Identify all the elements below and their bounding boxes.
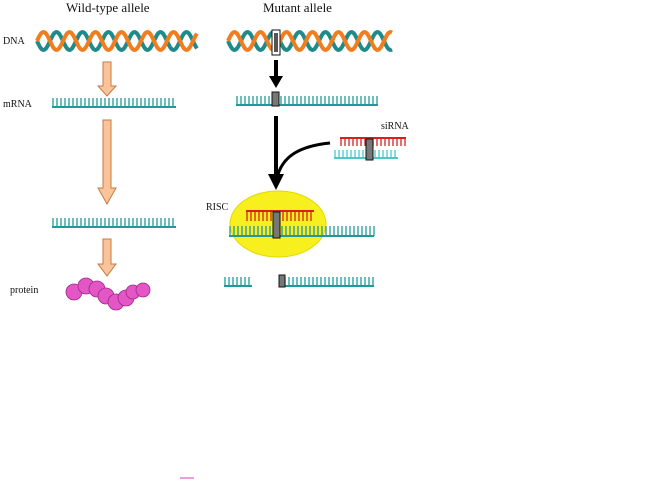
cleaved-mutation-marker — [278, 274, 286, 288]
mrna-label: mRNA — [3, 99, 32, 110]
mrna-mutation-marker — [271, 91, 280, 107]
protein-bead — [135, 282, 151, 298]
mutant-dna-strand-teal — [226, 30, 393, 52]
wild-type-mrna — [52, 98, 176, 108]
wild-type-mrna-ribosome — [52, 218, 176, 228]
mutant-arrows — [268, 60, 331, 190]
cleaved-mrna-fragment-right — [284, 277, 374, 287]
mutant-dna-strand-orange — [226, 30, 393, 52]
wild-type-arrows — [96, 61, 118, 277]
mutant-mrna — [236, 96, 378, 106]
protein-chain — [65, 277, 151, 311]
sirna-guide-strand — [340, 137, 406, 146]
risc-label: RISC — [206, 202, 229, 213]
mutant-dna-helix — [226, 29, 393, 56]
dna-mutation-core — [274, 33, 278, 52]
wt-arrow-mrna-to-translation — [97, 119, 117, 206]
wild-type-title: Wild-type allele — [66, 0, 150, 15]
dna-label: DNA — [3, 36, 25, 47]
mu-arrow-dna-to-mrna-head — [269, 76, 283, 88]
cleaved-mrna-fragment-left — [224, 277, 252, 287]
mutant-title: Mutant allele — [263, 0, 332, 15]
risc-mutation-marker — [272, 211, 281, 239]
wt-arrow-dna-to-mrna — [96, 61, 118, 97]
sirna-label: siRNA — [381, 121, 409, 132]
wild-type-dna-helix — [35, 30, 199, 52]
sirna-join-curve — [275, 141, 331, 179]
mu-arrow-mrna-to-risc-head — [268, 174, 284, 190]
wild-type-dna-strand-orange — [35, 30, 199, 52]
small-pink-mark — [180, 477, 194, 479]
protein-label: protein — [10, 285, 39, 296]
wt-arrow-to-protein — [97, 238, 117, 277]
sirna-mutation-marker — [365, 138, 374, 161]
